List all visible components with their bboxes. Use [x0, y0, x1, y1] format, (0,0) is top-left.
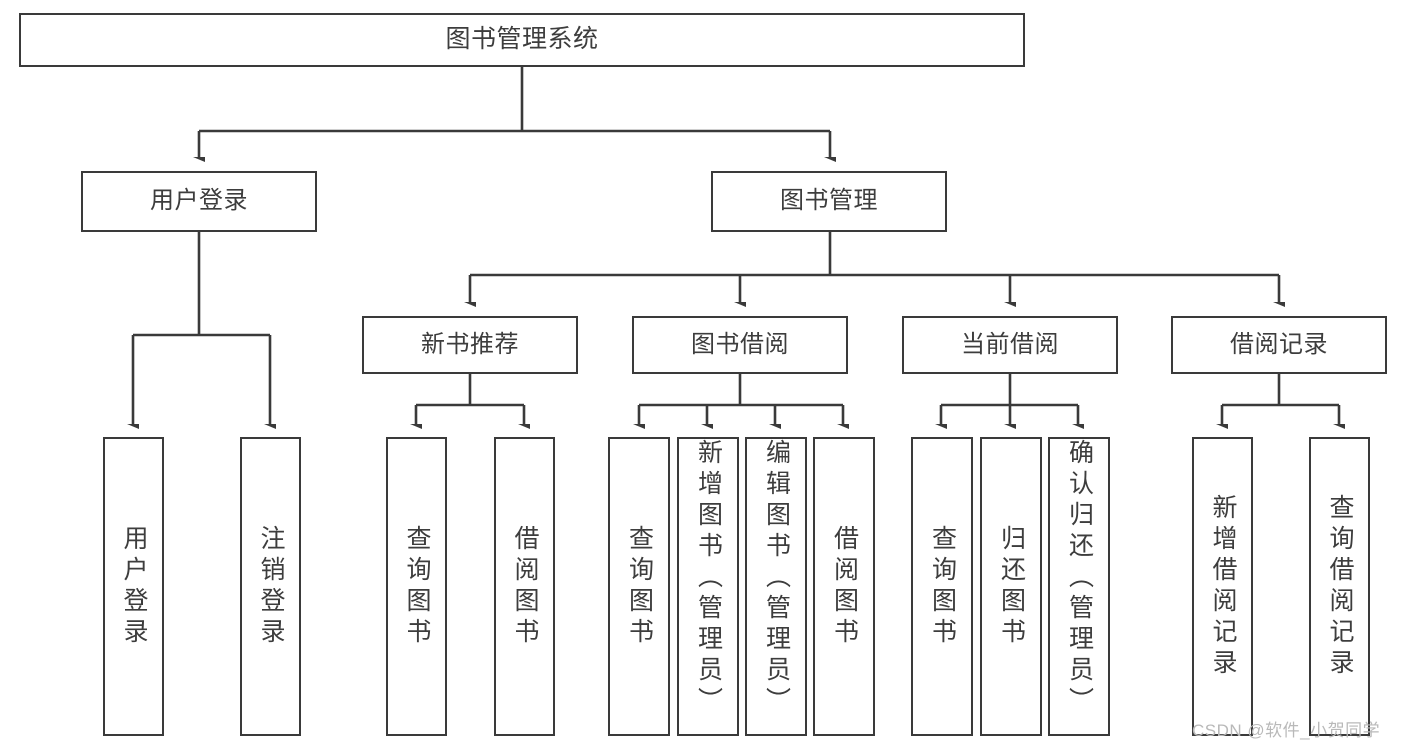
- node-user-login[interactable]: 用户登录: [81, 171, 317, 232]
- leaf-borrow-add-book-admin[interactable]: 新增图书（管理员）: [677, 437, 739, 736]
- node-label: 图书管理: [780, 187, 878, 215]
- leaf-borrow-edit-book-admin[interactable]: 编辑图书（管理员）: [745, 437, 807, 736]
- node-label: 借阅图书: [511, 524, 539, 649]
- leaf-record-add-record[interactable]: 新增借阅记录: [1192, 437, 1253, 736]
- node-label: 当前借阅: [961, 330, 1059, 358]
- leaf-user-login-login[interactable]: 用户登录: [103, 437, 164, 736]
- leaf-current-confirm-return-admin[interactable]: 确认归还（管理员）: [1048, 437, 1110, 736]
- node-label: 借阅图书: [830, 524, 859, 649]
- node-book-borrow[interactable]: 图书借阅: [632, 316, 848, 374]
- node-label: 新增借阅记录: [1209, 493, 1237, 680]
- node-label: 查询图书: [403, 524, 431, 649]
- node-label: 用户登录: [120, 524, 148, 649]
- leaf-record-query-record[interactable]: 查询借阅记录: [1309, 437, 1370, 736]
- node-borrow-record[interactable]: 借阅记录: [1171, 316, 1387, 374]
- node-label: 归还图书: [997, 524, 1026, 649]
- node-label: 确认归还（管理员）: [1065, 439, 1094, 718]
- node-book-management[interactable]: 图书管理: [711, 171, 947, 232]
- node-label: 新增图书（管理员）: [694, 439, 723, 718]
- leaf-current-query-book[interactable]: 查询图书: [911, 437, 973, 736]
- csdn-watermark: CSDN @软件_小贺同学: [1192, 721, 1381, 740]
- node-label: 图书管理系统: [445, 25, 599, 54]
- node-label: 查询借阅记录: [1326, 493, 1354, 680]
- node-label: 借阅记录: [1230, 330, 1328, 358]
- leaf-borrow-query-book[interactable]: 查询图书: [608, 437, 670, 736]
- node-label: 查询图书: [625, 524, 654, 649]
- node-label: 新书推荐: [421, 330, 519, 358]
- leaf-new-book-query[interactable]: 查询图书: [386, 437, 447, 736]
- node-label: 用户登录: [150, 187, 248, 215]
- node-new-book-recommend[interactable]: 新书推荐: [362, 316, 578, 374]
- leaf-current-return-book[interactable]: 归还图书: [980, 437, 1042, 736]
- leaf-borrow-borrow-book[interactable]: 借阅图书: [813, 437, 875, 736]
- node-label: 查询图书: [928, 524, 957, 649]
- node-label: 注销登录: [257, 524, 285, 649]
- node-label: 编辑图书（管理员）: [762, 439, 791, 718]
- leaf-new-book-borrow[interactable]: 借阅图书: [494, 437, 555, 736]
- leaf-user-login-logout[interactable]: 注销登录: [240, 437, 301, 736]
- node-current-borrow[interactable]: 当前借阅: [902, 316, 1118, 374]
- node-root-book-management-system[interactable]: 图书管理系统: [19, 13, 1025, 67]
- node-label: 图书借阅: [691, 330, 789, 358]
